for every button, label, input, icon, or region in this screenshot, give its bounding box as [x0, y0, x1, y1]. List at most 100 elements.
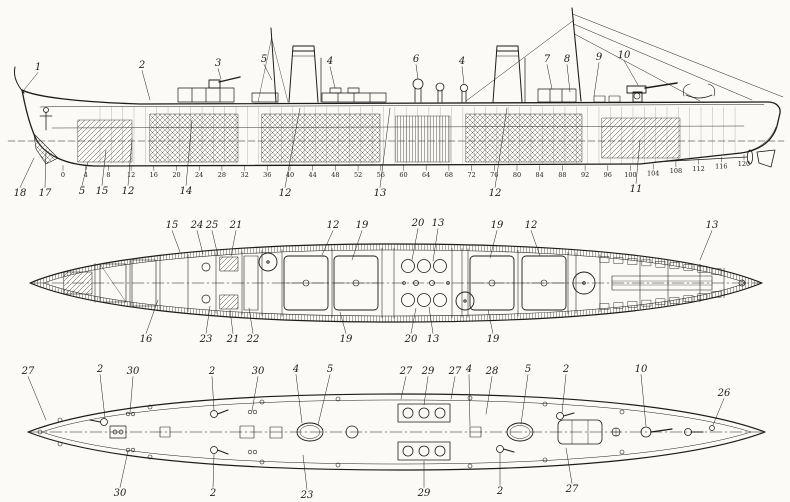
rudder: [756, 149, 776, 168]
davit-socket: [335, 462, 341, 468]
callout-leader: [400, 376, 407, 400]
station-label-16: 16: [150, 171, 158, 179]
station-label-96: 96: [604, 171, 612, 179]
aft-side-locker: [641, 299, 652, 307]
callout-leader: [229, 309, 234, 334]
station-label-100: 100: [624, 171, 636, 179]
aft-side-locker: [669, 297, 680, 304]
callout-label-30: 30: [114, 488, 127, 499]
fwd-compartment-2: [99, 263, 127, 303]
callout-leader: [623, 60, 639, 86]
boiler-room-1-hatching: [149, 113, 239, 163]
anchor-windlass: [109, 425, 127, 439]
deck-guns: [89, 409, 704, 455]
station-label-108: 108: [670, 167, 682, 175]
station-label-68: 68: [445, 171, 453, 179]
stern-counter-line: [740, 126, 777, 154]
deck-line: [39, 104, 765, 108]
funnel-1: [288, 45, 322, 103]
callout-leader: [263, 64, 273, 81]
callout-label-29: 29: [417, 488, 431, 499]
callout-leader: [546, 64, 553, 90]
foremast: [257, 27, 289, 103]
funnel-2: [492, 45, 526, 103]
callout-label-13: 13: [427, 334, 440, 345]
platform-line: [51, 125, 745, 129]
callout-label-12: 12: [279, 188, 292, 199]
deck-hull-outline: [27, 393, 766, 471]
callout-label-21: 21: [229, 220, 243, 231]
callout-leader: [410, 307, 417, 334]
callout-label-9: 9: [596, 52, 603, 63]
hold-bulkheads-and-lockers: [94, 247, 725, 319]
callout-label-15: 15: [166, 220, 179, 231]
aft-side-locker: [627, 258, 638, 265]
callout-leader: [251, 376, 259, 412]
station-label-52: 52: [354, 171, 362, 179]
aft-side-locker: [711, 291, 722, 298]
callout-leader: [211, 230, 219, 257]
callout-leader: [450, 376, 456, 400]
callout-label-14: 14: [180, 186, 193, 197]
station-label-12: 12: [127, 171, 135, 179]
callout-leader: [101, 149, 107, 186]
engine-room-hatching: [395, 115, 451, 163]
boiler-4: [521, 255, 567, 311]
forward-deckhouse: [177, 87, 235, 103]
midship-deckhouse: [321, 87, 387, 103]
callout-label-21: 21: [226, 334, 240, 345]
callout-leader: [19, 157, 35, 188]
callout-label-19: 19: [340, 334, 353, 345]
station-label-24: 24: [195, 171, 203, 179]
station-label-40: 40: [286, 171, 294, 179]
callout-leader: [699, 230, 713, 261]
callout-label-16: 16: [140, 334, 153, 345]
callout-leader: [321, 230, 334, 256]
callout-label-30: 30: [127, 366, 140, 377]
station-label-72: 72: [467, 171, 475, 179]
fwd-circle-2: [201, 294, 211, 304]
callout-label-2: 2: [496, 486, 503, 497]
callout-label-12: 12: [122, 186, 135, 197]
callout-leader: [317, 374, 331, 426]
station-label-112: 112: [692, 165, 704, 173]
callout-label-19: 19: [491, 220, 504, 231]
callout-label-2: 2: [209, 488, 216, 499]
callout-leader: [566, 64, 571, 93]
callout-label-12: 12: [525, 220, 538, 231]
callout-leader: [494, 107, 508, 188]
davit-socket: [619, 409, 625, 415]
station-label-120: 120: [738, 160, 750, 168]
davit-socket: [542, 457, 548, 463]
callout-leader: [23, 72, 39, 91]
aft-side-locker: [697, 266, 708, 273]
callout-label-10: 10: [618, 50, 631, 61]
deck-hatches: [159, 425, 482, 439]
aft-side-locker: [655, 298, 666, 305]
callout-label-5: 5: [261, 54, 267, 65]
callout-label-15: 15: [96, 186, 109, 197]
callout-leader: [561, 374, 567, 414]
callout-label-30: 30: [252, 366, 265, 377]
callout-leader: [635, 139, 641, 184]
station-label-92: 92: [581, 171, 589, 179]
station-label-60: 60: [399, 171, 407, 179]
davit-socket: [259, 459, 265, 465]
callout-label-20: 20: [411, 218, 425, 229]
callout-label-27: 27: [399, 366, 413, 377]
callout-leader: [141, 70, 151, 101]
cowl-ventilator-3: [459, 84, 468, 103]
callout-leader: [485, 376, 493, 415]
callout-label-7: 7: [544, 54, 551, 65]
callout-leader: [27, 376, 47, 421]
callout-label-28: 28: [485, 366, 499, 377]
aft-gun-plan: [640, 426, 673, 438]
station-label-28: 28: [218, 171, 226, 179]
torpedo-tube-group-1: [397, 403, 451, 423]
callout-leader: [211, 376, 215, 411]
callout-label-13: 13: [374, 188, 387, 199]
